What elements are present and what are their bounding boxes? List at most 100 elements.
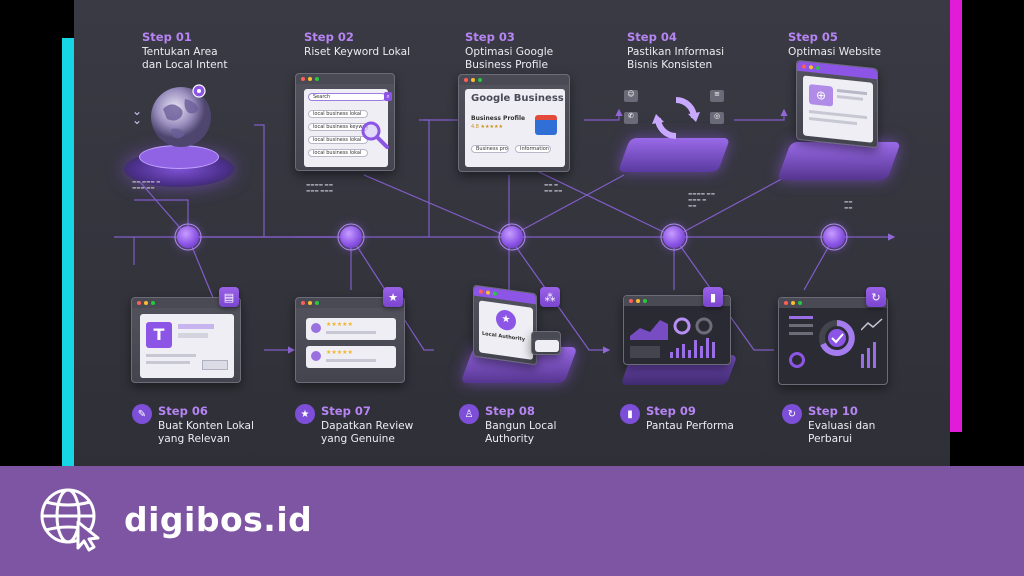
chevron-down-icon: ⌄⌄ [132,104,143,127]
decor-text: ▬▬ ▬ ▬▬ ▬▬ [544,183,563,194]
analytics-chart [630,317,715,358]
check-progress-icon [819,320,855,356]
step-number: Step 03 [465,30,515,44]
gbp-label: Business Profile [471,115,526,122]
step-09-heading: ▮ Step 09 Pantau Performa [620,404,770,433]
dashboard-illustration [619,295,739,390]
connector-lines [114,108,896,354]
search-input[interactable]: Search [308,93,386,101]
step-04-heading: Step 04 Pastikan Informasi Bisnis Konsis… [627,30,777,71]
search-icon: ⌕ [384,92,392,101]
step-number: Step 04 [627,30,677,44]
step-title: Optimasi Google Business Profile [465,46,554,71]
list-icon: ≡ [710,90,724,102]
magenta-accent-bar [950,0,962,432]
flow-node-2 [340,226,362,248]
avatar [311,351,321,361]
globe-icon [151,84,211,147]
gbp-card: Google Business Business Profile 4.8 ★★★… [458,74,570,172]
website-window: ⊕ [796,59,878,149]
evaluation-card [778,297,888,385]
store-icon [535,115,557,135]
review-card: ★★★★★ ★★★★★ [295,297,405,383]
refresh-icon: ↻ [782,404,802,424]
trend-icon [861,318,883,331]
star-icon: ★ [383,287,403,307]
step-title: Pastikan Informasi Bisnis Konsisten [627,46,725,71]
infographic-panel: Step 01 Tentukan Area dan Local Intent S… [74,0,950,466]
globe-icon: ⊕ [809,84,833,107]
step-number: Step 01 [142,30,192,44]
decor-text: ▬▬ ▬▬▬ ▬ ▬▬▬ ▬▬ [132,180,161,191]
user-icon: ☺ [624,90,638,102]
refresh-icon: ↻ [866,287,886,307]
step-03-heading: Step 03 Optimasi Google Business Profile [465,30,615,71]
flow-node-4 [663,226,685,248]
gbp-rating: 4.8 ★★★★★ [471,124,503,130]
document-icon: ▤ [219,287,239,307]
brand-name[interactable]: digibos.id [124,500,313,539]
keyword-research-card: Search ⌕ local business lokal local busi… [295,73,395,171]
bar-chart-icon: ▮ [703,287,723,307]
website-illustration: ⊕ [774,59,904,194]
cyan-accent-bar [62,38,74,468]
step-number: Step 10 [808,404,858,418]
gbp-brand: Google Business [471,93,564,104]
step-title: Evaluasi dan Perbarui [808,420,876,445]
edit-icon: ✎ [132,404,152,424]
globe-cursor-icon[interactable] [38,484,104,552]
authority-window: ★ Local Authority [473,284,537,366]
step-title: Buat Konten Lokal yang Relevan [158,420,254,445]
step-08-heading: ♙ Step 08 Bangun Local Authority [459,404,609,445]
bar-chart-icon: ▮ [620,404,640,424]
step-07-heading: ★ Step 07 Dapatkan Review yang Genuine [295,404,445,445]
step-title: Bangun Local Authority [485,420,557,445]
step-06-heading: ✎ Step 06 Buat Konten Lokal yang Relevan [132,404,282,445]
step-number: Step 09 [646,404,696,418]
step-number: Step 06 [158,404,208,418]
flow-node-5 [823,226,845,248]
star-icon: ★ [295,404,315,424]
step-number: Step 07 [321,404,371,418]
web-icon: ◎ [710,112,724,124]
brand-footer [0,466,1024,576]
step-title: Dapatkan Review yang Genuine [321,420,414,445]
flow-node-1 [177,226,199,248]
keyword-item: local business lokal [308,136,368,144]
decor-text: ▬▬▬▬ ▬▬ ▬▬▬ ▬ ▬▬ [688,192,715,209]
step-title: Tentukan Area dan Local Intent [142,46,228,71]
flow-node-3 [501,226,523,248]
phone-icon: ✆ [624,112,638,124]
step-02-heading: Step 02 Riset Keyword Lokal [304,30,454,59]
decor-text: ▬▬▬▬ ▬▬ ▬▬▬ ▬▬▬ [306,183,333,194]
step-title: Optimasi Website [788,46,882,58]
decor-text: ▬▬ ▬▬ [844,200,853,211]
step-number: Step 05 [788,30,838,44]
network-icon: ⁂ [540,287,560,307]
badge-icon: ♙ [459,404,479,424]
step-10-heading: ↻ Step 10 Evaluasi dan Perbarui [782,404,932,445]
text-icon: T [146,322,172,348]
step-01-heading: Step 01 Tentukan Area dan Local Intent [142,30,292,71]
side-card [531,331,561,355]
authority-illustration: ★ Local Authority [459,284,579,390]
sync-illustration: ☺ ✆ ≡ ◎ [614,80,734,180]
review-stars: ★★★★★ [326,321,353,328]
step-number: Step 02 [304,30,354,44]
step-number: Step 08 [485,404,535,418]
avatar [311,323,321,333]
review-stars: ★★★★★ [326,349,353,356]
sync-icon [652,97,700,139]
gbp-chip[interactable]: Business profile [471,145,509,153]
keyword-item: local business keyword [308,123,368,131]
magnifier-icon [361,121,389,149]
step-title: Riset Keyword Lokal [304,46,411,58]
keyword-item: local business lokal [308,149,368,157]
globe-illustration: ⌄⌄ [114,75,244,195]
gbp-chip[interactable]: Information [515,145,551,153]
step-05-heading: Step 05 Optimasi Website [788,30,938,59]
step-title: Pantau Performa [646,420,734,432]
dashboard-window [623,295,731,365]
content-card: T [131,297,241,383]
